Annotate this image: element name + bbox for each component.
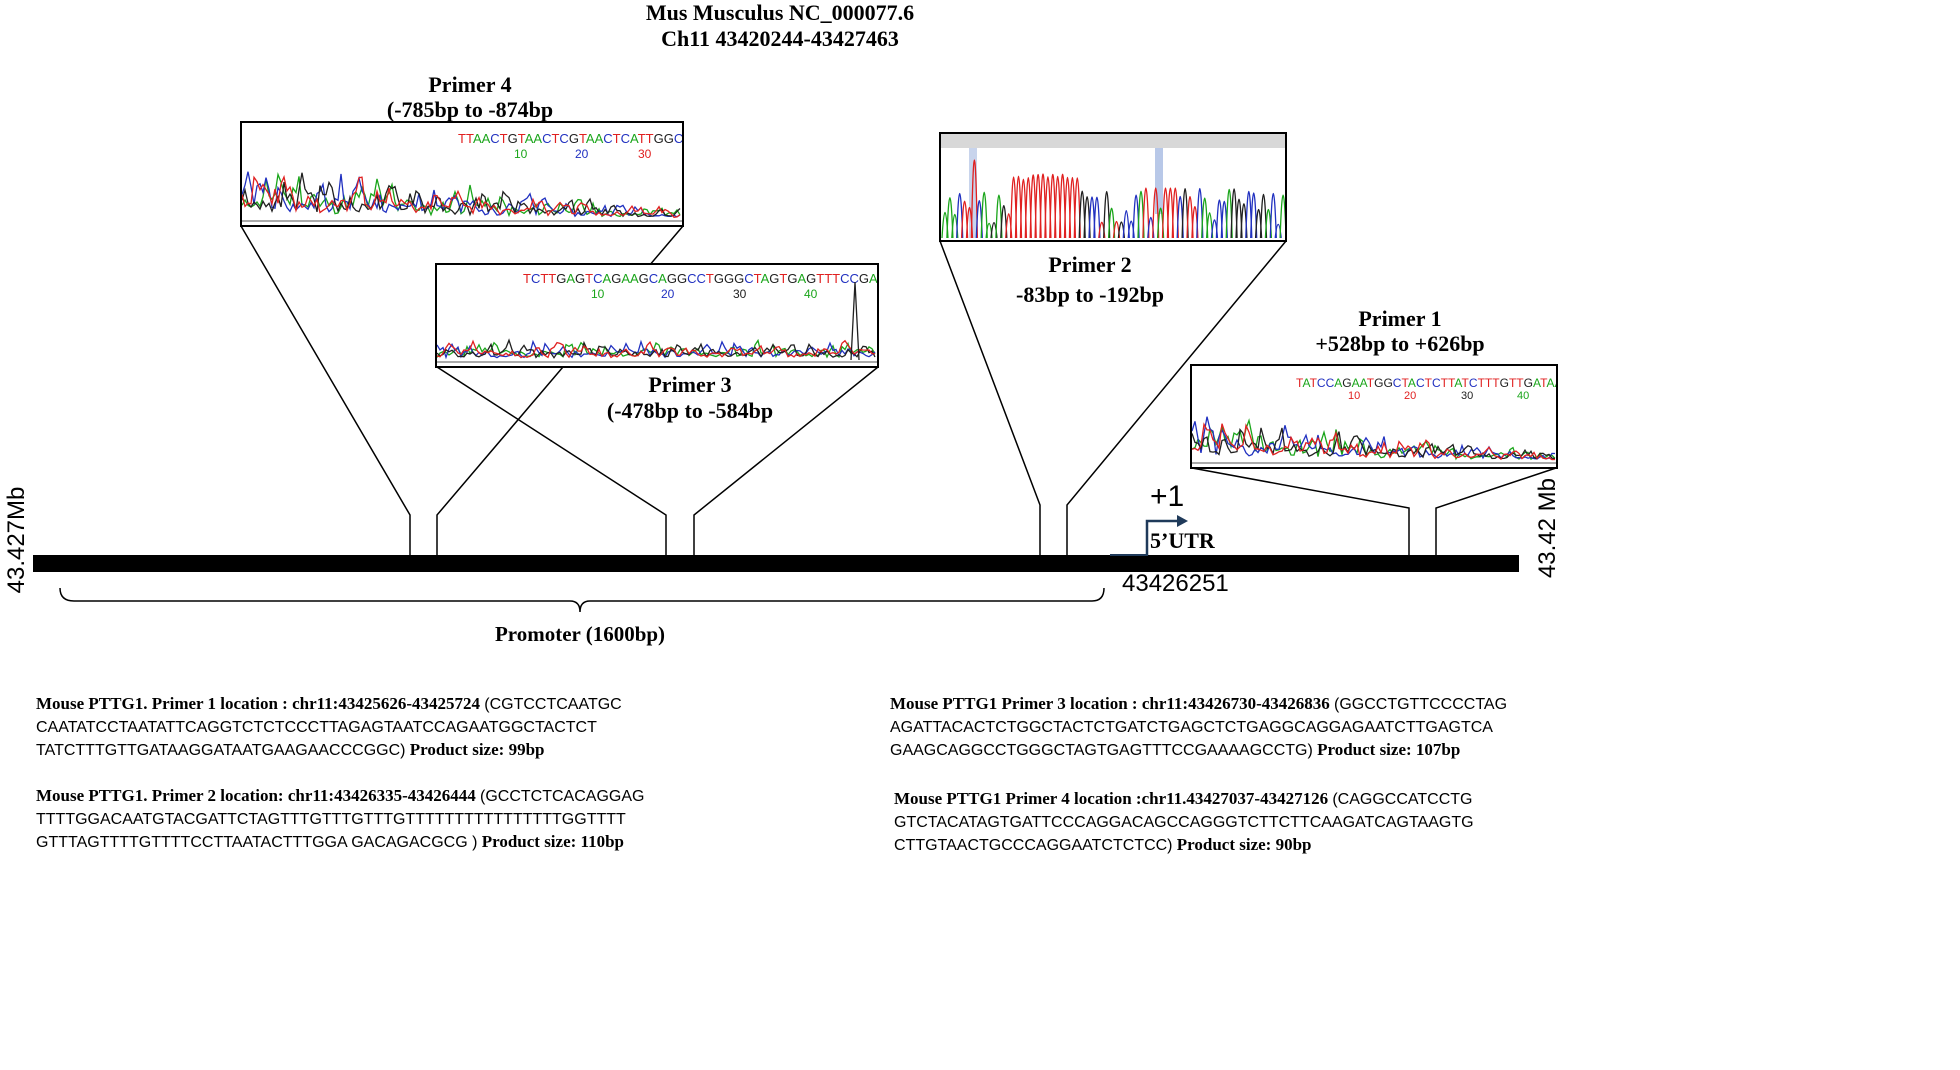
tss-coordinate: 43426251: [1122, 570, 1229, 597]
tss-arrowhead: [1177, 515, 1188, 527]
primer1-trace-peaks: [1192, 416, 1556, 464]
primer3-location: Mouse PTTG1 Primer 3 location : chr11:43…: [890, 694, 1330, 713]
trace-channel: [242, 174, 681, 218]
trace-peak: [970, 159, 979, 239]
primer1-sequence: TATCCAGAATGGCTACTCTTATCTTTGTTGATAAGGATAA…: [1296, 376, 1556, 390]
trace-peak: [1152, 187, 1160, 239]
primer1-product-size: Product size: 99bp: [409, 740, 545, 759]
primer3-seq-line2: AGATTACACTCTGGCTACTCTGATCTGAGCTCTGAGGCAG…: [890, 719, 1493, 736]
primer1-location: Mouse PTTG1. Primer 1 location : chr11:4…: [36, 694, 480, 713]
trace-peak: [1107, 207, 1116, 239]
primer3-tick-10: 10: [591, 287, 605, 301]
primer3-trace-peaks: [437, 281, 877, 363]
primer4-chromatogram: TTAACTGTAACTCGTAACTCATTGGCCCCTCCGA 10 20…: [240, 121, 684, 227]
primer3-description: Mouse PTTG1 Primer 3 location : chr11:43…: [890, 693, 1710, 762]
promoter-label: Promoter (1600bp): [494, 622, 666, 646]
primer1-title: Primer 1: [1358, 306, 1442, 331]
primer3-seq-line3: GAAGCAGGCCTGGGCTAGTGAGTTTCCGAAAAGCCTG): [890, 742, 1313, 759]
primer2-range: -83bp to -192bp: [1016, 282, 1164, 307]
primer4-seq-line3: CTTGTAACTGCCCAGGAATCTCTCC): [894, 837, 1173, 854]
primer3-product-size: Product size: 107bp: [1317, 740, 1461, 759]
utr-label: 5’UTR: [1150, 528, 1215, 553]
primer3-tick-40: 40: [804, 287, 818, 301]
primer4-range: (-785bp to -874bp: [386, 97, 554, 122]
primer1-tick-20: 20: [1404, 390, 1417, 402]
primer4-trace-peaks: [242, 171, 682, 222]
primer3-title: Primer 3: [648, 372, 732, 397]
trace-channel: [1192, 422, 1556, 461]
trace-channel: [437, 338, 876, 359]
primer4-description: Mouse PTTG1 Primer 4 location :chr11.434…: [894, 788, 1714, 857]
primer1-chromatogram: TATCCAGAATGGCTACTCTTATCTTTGTTGATAAGGATAA…: [1190, 364, 1558, 469]
promoter-bracket: [59, 587, 1105, 613]
primer3-right-connector: [693, 366, 879, 555]
primer2-trace-peaks: [941, 134, 1285, 239]
primer1-description: Mouse PTTG1. Primer 1 location : chr11:4…: [36, 693, 856, 762]
trace-channel: [437, 339, 876, 359]
primer1-seq-line3: TATCTTTGTTGATAAGGATAATGAAGAACCCGGC): [36, 742, 406, 759]
primer3-chromatogram: TCTTGAGTCAGAAGCAGGCCTGGGCTAGTGAGTTTCCGAA…: [435, 263, 879, 368]
trace-peak: [1279, 194, 1285, 239]
primer4-seq-line2: GTCTACATAGTGATTCCCAGGACAGCCAGGGTCTTCTTCA…: [894, 814, 1474, 831]
primer1-tick-40: 40: [1517, 390, 1530, 402]
primer1-tick-30: 30: [1461, 390, 1474, 402]
primer4-sequence: TTAACTGTAACTCGTAACTCATTGGCCCCTCCGA: [458, 131, 684, 146]
trace-peak: [1269, 193, 1277, 239]
left-axis-label: 43.427Mb: [3, 486, 30, 594]
primer2-location: Mouse PTTG1. Primer 2 location: chr11:43…: [36, 786, 476, 805]
primer4-tick-20: 20: [575, 147, 589, 161]
primer2-title: Primer 2: [1048, 252, 1132, 277]
primer1-range: +528bp to +626bp: [1315, 331, 1485, 356]
primer4-product-size: Product size: 90bp: [1176, 835, 1312, 854]
primer3-seq-line1: (GGCCTGTTCCCCTAG: [1334, 696, 1508, 713]
primer2-chromatogram: [939, 132, 1287, 242]
primer3-range: (-478bp to -584bp: [606, 398, 774, 423]
trace-peak: [1103, 190, 1111, 239]
trace-peak: [946, 197, 954, 239]
tss-plus-one-label: +1: [1150, 480, 1185, 513]
primer3-tick-30: 30: [733, 287, 747, 301]
primer4-seq-line1: (CAGGCCATCCTG: [1332, 791, 1473, 808]
trace-highlight: [1155, 148, 1163, 214]
trace-peak: [1142, 187, 1150, 239]
trace-toolbar: [941, 134, 1285, 148]
primer1-right-connector: [1435, 467, 1557, 555]
primer1-left-connector: [1191, 467, 1410, 555]
primer4-tick-10: 10: [514, 147, 528, 161]
primer2-right-connector: [1066, 240, 1287, 555]
primer2-seq-line2: TTTTGGACAATGTACGATTCTAGTTTGTTTGTTTGTTTTT…: [36, 811, 626, 828]
trace-peak: [1201, 197, 1209, 239]
primer4-location: Mouse PTTG1 Primer 4 location :chr11.434…: [894, 789, 1329, 808]
right-axis-label: 43.42 Mb: [1534, 477, 1561, 579]
primer1-tick-10: 10: [1348, 390, 1361, 402]
primer3-left-connector: [436, 366, 667, 555]
primer2-seq-line3: GTTTAGTTTTGTTTTCCTTAATACTTTGGA GACAGACGC…: [36, 834, 478, 851]
primer2-product-size: Product size: 110bp: [481, 832, 625, 851]
primer4-left-connector: [240, 225, 411, 555]
primer1-seq-line2: CAATATCCTAATATTCAGGTCTCTCCCTTAGAGTAATCCA…: [36, 719, 597, 736]
chromosome-bar: [33, 555, 1519, 572]
tss-arrow: [1145, 519, 1180, 555]
primer3-sequence: TCTTGAGTCAGAAGCAGGCCTGGGCTAGTGAGTTTCCGAA…: [523, 271, 878, 286]
primer1-seq-line1: (CGTCCTCAATGC: [484, 696, 622, 713]
organism-title: Mus Musculus NC_000077.6: [645, 0, 915, 25]
trace-peak: [980, 191, 988, 239]
primer2-seq-line1: (GCCTCTCACAGGAG: [480, 788, 645, 805]
primer2-description: Mouse PTTG1. Primer 2 location: chr11:43…: [36, 785, 856, 854]
trace-channel: [437, 339, 876, 360]
trace-spike: [850, 281, 860, 361]
primer2-left-connector: [939, 240, 1041, 555]
primer3-tick-20: 20: [661, 287, 675, 301]
primer4-title: Primer 4: [428, 72, 512, 97]
trace-peak: [1250, 192, 1258, 239]
primer4-tick-30: 30: [638, 147, 652, 161]
region-title: Ch11 43420244-43427463: [661, 26, 899, 51]
trace-peak: [1093, 196, 1101, 239]
